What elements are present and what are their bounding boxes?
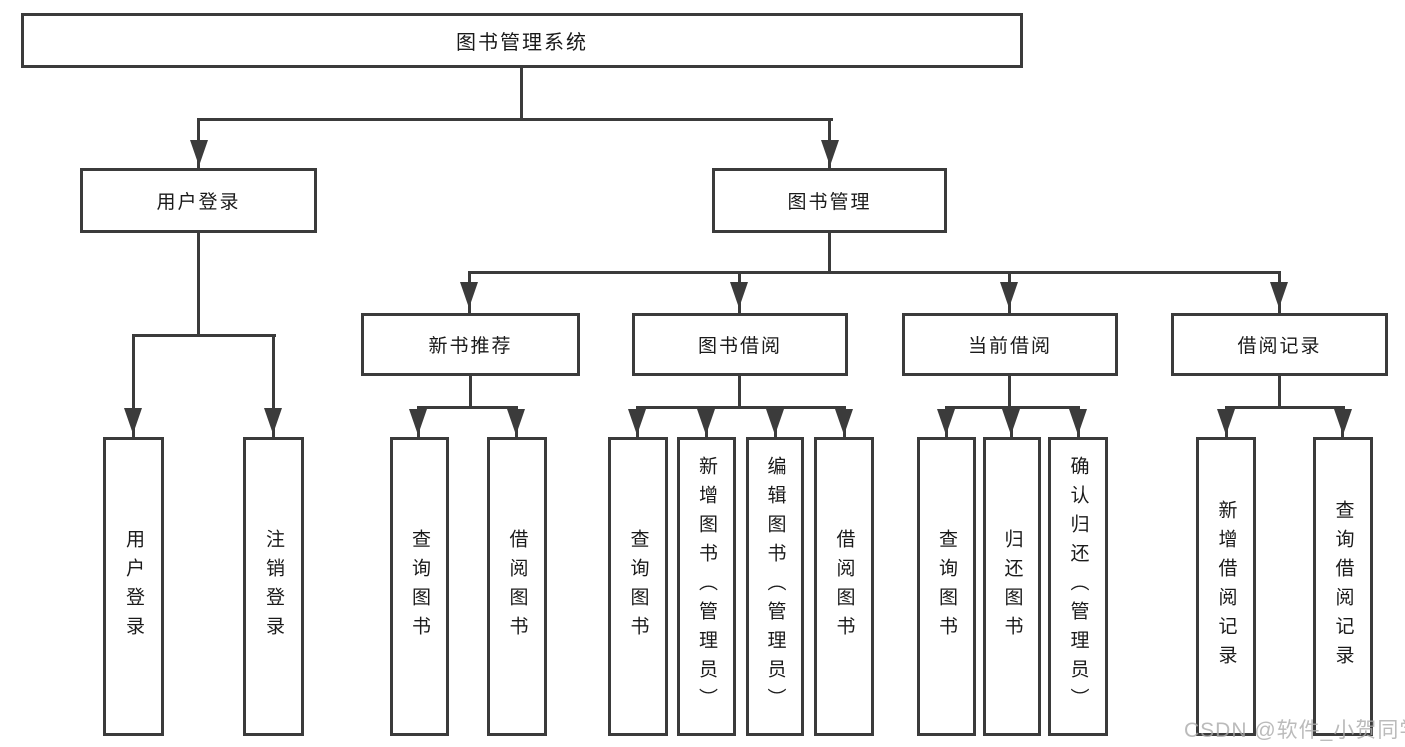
leaf-user-login: 用户登录	[103, 437, 164, 736]
arrowhead-down	[937, 409, 955, 435]
arrowhead-down	[821, 140, 839, 166]
leaf-current-query-label: 查询图书	[936, 528, 957, 645]
leaf-bookborrow-edit-admin: 编辑图书（管理员）	[746, 437, 804, 736]
node-borrow-records: 借阅记录	[1171, 313, 1388, 376]
arrowhead-down	[190, 140, 208, 166]
connector-userlogin-child-stem	[272, 334, 275, 437]
leaf-bookborrow-query: 查询图书	[608, 437, 668, 736]
node-current-borrow: 当前借阅	[902, 313, 1118, 376]
node-new-book-recommend-label: 新书推荐	[428, 336, 513, 357]
arrowhead-down	[409, 409, 427, 435]
arrowhead-down	[1270, 282, 1288, 308]
leaf-records-add: 新增借阅记录	[1196, 437, 1256, 736]
leaf-current-confirm-return-admin-label: 确认归还（管理员）	[1067, 456, 1089, 717]
connector-userlogin-bar	[132, 334, 276, 337]
arrowhead-down	[1002, 409, 1020, 435]
leaf-bookborrow-add-admin-label: 新增图书（管理员）	[696, 456, 717, 717]
connector-records-bar	[1225, 406, 1345, 409]
arrowhead-down	[460, 282, 478, 308]
node-borrow-records-label: 借阅记录	[1237, 336, 1322, 357]
leaf-bookborrow-borrow-label: 借阅图书	[833, 528, 855, 645]
leaf-newbooks-borrow-label: 借阅图书	[506, 528, 528, 645]
connector-userlogin-child-stem	[132, 334, 135, 437]
leaf-current-query: 查询图书	[917, 437, 976, 736]
connector-bookborrow-bar	[636, 406, 846, 409]
connector-newbooks-stem	[469, 376, 472, 408]
leaf-bookborrow-borrow: 借阅图书	[814, 437, 874, 736]
arrowhead-down	[1000, 282, 1018, 308]
leaf-newbooks-query: 查询图书	[390, 437, 449, 736]
leaf-current-return-label: 归还图书	[1001, 528, 1023, 645]
leaf-bookborrow-edit-admin-label: 编辑图书（管理员）	[764, 456, 786, 717]
arrowhead-down	[1334, 409, 1352, 435]
node-book-management-label: 图书管理	[787, 192, 872, 213]
leaf-bookborrow-query-label: 查询图书	[627, 528, 649, 645]
arrowhead-down	[697, 409, 715, 435]
leaf-newbooks-query-label: 查询图书	[409, 528, 430, 645]
leaf-bookborrow-add-admin: 新增图书（管理员）	[677, 437, 736, 736]
arrowhead-down	[507, 409, 525, 435]
connector-records-stem	[1278, 376, 1281, 408]
node-current-borrow-label: 当前借阅	[967, 336, 1052, 357]
node-book-borrow: 图书借阅	[632, 313, 848, 376]
connector-bookmgmt-bar	[468, 271, 1281, 274]
csdn-watermark: CSDN @软件_小贺同学	[1184, 719, 1405, 742]
connector-bookborrow-stem	[738, 376, 741, 408]
leaf-records-query: 查询借阅记录	[1313, 437, 1373, 736]
arrowhead-down	[124, 408, 142, 434]
arrowhead-down	[1217, 409, 1235, 435]
node-book-borrow-label: 图书借阅	[697, 336, 782, 357]
connector-newbooks-bar	[417, 406, 518, 409]
node-user-login: 用户登录	[80, 168, 317, 233]
arrowhead-down	[628, 409, 646, 435]
leaf-user-login-label: 用户登录	[123, 528, 144, 645]
connector-root-bar	[197, 118, 833, 121]
leaf-logout-label: 注销登录	[263, 528, 284, 645]
leaf-records-add-label: 新增借阅记录	[1215, 499, 1237, 674]
leaf-logout: 注销登录	[243, 437, 304, 736]
node-book-management: 图书管理	[712, 168, 947, 233]
arrowhead-down	[730, 282, 748, 308]
node-root: 图书管理系统	[21, 13, 1023, 68]
node-root-label: 图书管理系统	[456, 32, 588, 54]
node-new-book-recommend: 新书推荐	[361, 313, 580, 376]
connector-bookmgmt-stem	[828, 233, 831, 274]
arrowhead-down	[264, 408, 282, 434]
connector-currentborrow-stem	[1008, 376, 1011, 408]
leaf-current-return: 归还图书	[983, 437, 1041, 736]
leaf-current-confirm-return-admin: 确认归还（管理员）	[1048, 437, 1108, 736]
arrowhead-down	[835, 409, 853, 435]
leaf-newbooks-borrow: 借阅图书	[487, 437, 547, 736]
node-user-login-label: 用户登录	[156, 192, 241, 213]
connector-userlogin-stem	[197, 233, 200, 337]
arrowhead-down	[766, 409, 784, 435]
connector-root-stem	[520, 68, 523, 121]
leaf-records-query-label: 查询借阅记录	[1332, 499, 1354, 674]
arrowhead-down	[1069, 409, 1087, 435]
